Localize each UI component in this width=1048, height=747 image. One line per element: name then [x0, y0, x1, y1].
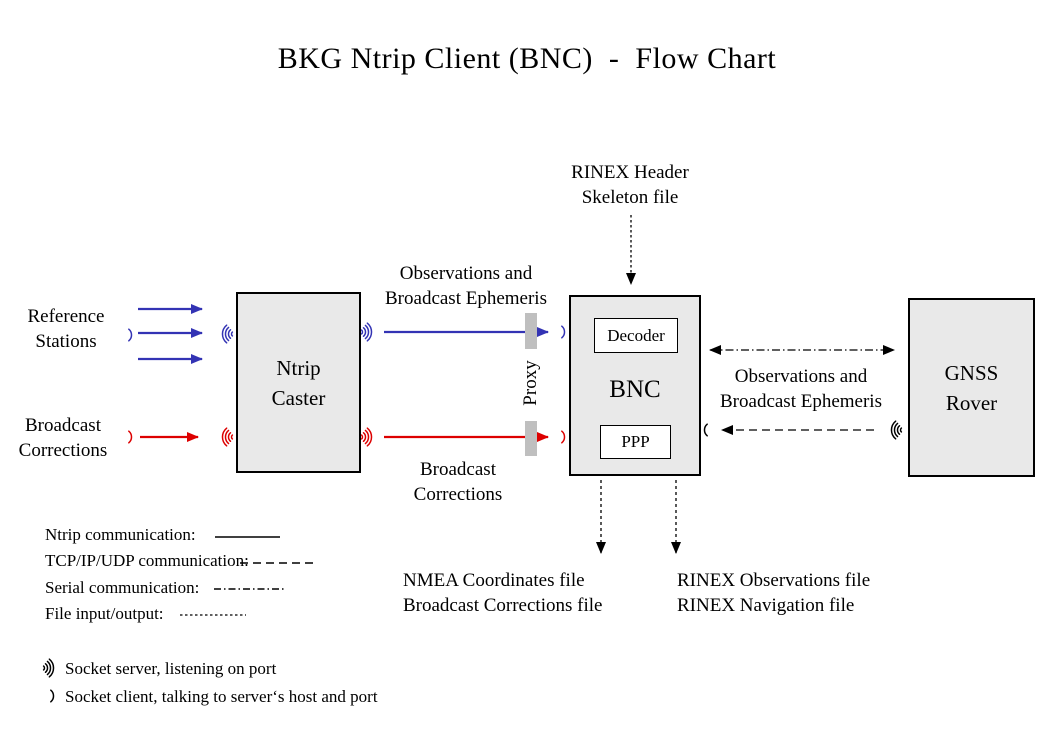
page-title: BKG Ntrip Client (BNC) - Flow Chart	[277, 42, 777, 75]
gnss-rover-box: GNSS Rover	[908, 298, 1035, 477]
decoder-box: Decoder	[594, 318, 678, 353]
bnc-rover-socket-client-icon	[703, 423, 708, 437]
caster-out-obs-socket-server-icon	[360, 322, 373, 342]
caster-out-corr-socket-server-icon	[360, 427, 373, 447]
rinex-header-skeleton-label: RINEX Header Skeleton file	[571, 162, 689, 208]
bnc-box: Decoder BNC PPP	[569, 295, 701, 476]
bnc-corr-socket-client-icon	[561, 430, 566, 444]
reference-stations-label: Reference Stations	[27, 306, 105, 352]
proxy-label: Proxy	[520, 360, 541, 406]
decoder-label: Decoder	[607, 325, 665, 345]
rover-socket-server-icon	[890, 420, 903, 440]
caster-corr-socket-server-icon	[221, 427, 234, 447]
broadcast-corrections-mid-label: Broadcast Corrections	[413, 459, 503, 505]
legend-socket-client-icon	[50, 689, 55, 703]
broadcast-corr-socket-client-icon	[128, 430, 133, 444]
legend-socket-server-label: Socket server, listening on port	[65, 659, 277, 678]
legend-serial-label: Serial communication:	[45, 578, 200, 597]
bnc-label: BNC	[609, 376, 661, 403]
legend-ntrip-label: Ntrip communication:	[45, 525, 196, 544]
ntrip-caster-label: Ntrip Caster	[271, 355, 326, 410]
gnss-rover-label: GNSS Rover	[944, 360, 999, 415]
proxy-bar-bottom	[525, 421, 537, 456]
broadcast-corrections-input-label: Broadcast Corrections	[18, 415, 108, 461]
observations-ephemeris-right-label: Observations and Broadcast Ephemeris	[720, 366, 882, 412]
proxy-bar-top	[525, 313, 537, 349]
legend-tcp-label: TCP/IP/UDP communication:	[45, 551, 249, 570]
legend-socket-client-label: Socket client, talking to server‘s host …	[65, 687, 378, 706]
observations-ephemeris-mid-label: Observations and Broadcast Ephemeris	[385, 263, 547, 309]
ppp-label: PPP	[621, 432, 650, 451]
legend-file-label: File input/output:	[45, 604, 164, 623]
rinex-output-files-label: RINEX Observations file RINEX Navigation…	[677, 570, 871, 616]
ppp-box: PPP	[600, 425, 671, 459]
bnc-obs-socket-client-icon	[561, 325, 566, 339]
ref-stations-socket-client-icon	[128, 328, 133, 342]
nmea-output-files-label: NMEA Coordinates file Broadcast Correcti…	[403, 570, 603, 616]
ntrip-caster-box: Ntrip Caster	[236, 292, 361, 473]
legend-socket-server-icon	[42, 658, 55, 678]
caster-obs-socket-server-icon	[221, 324, 234, 344]
